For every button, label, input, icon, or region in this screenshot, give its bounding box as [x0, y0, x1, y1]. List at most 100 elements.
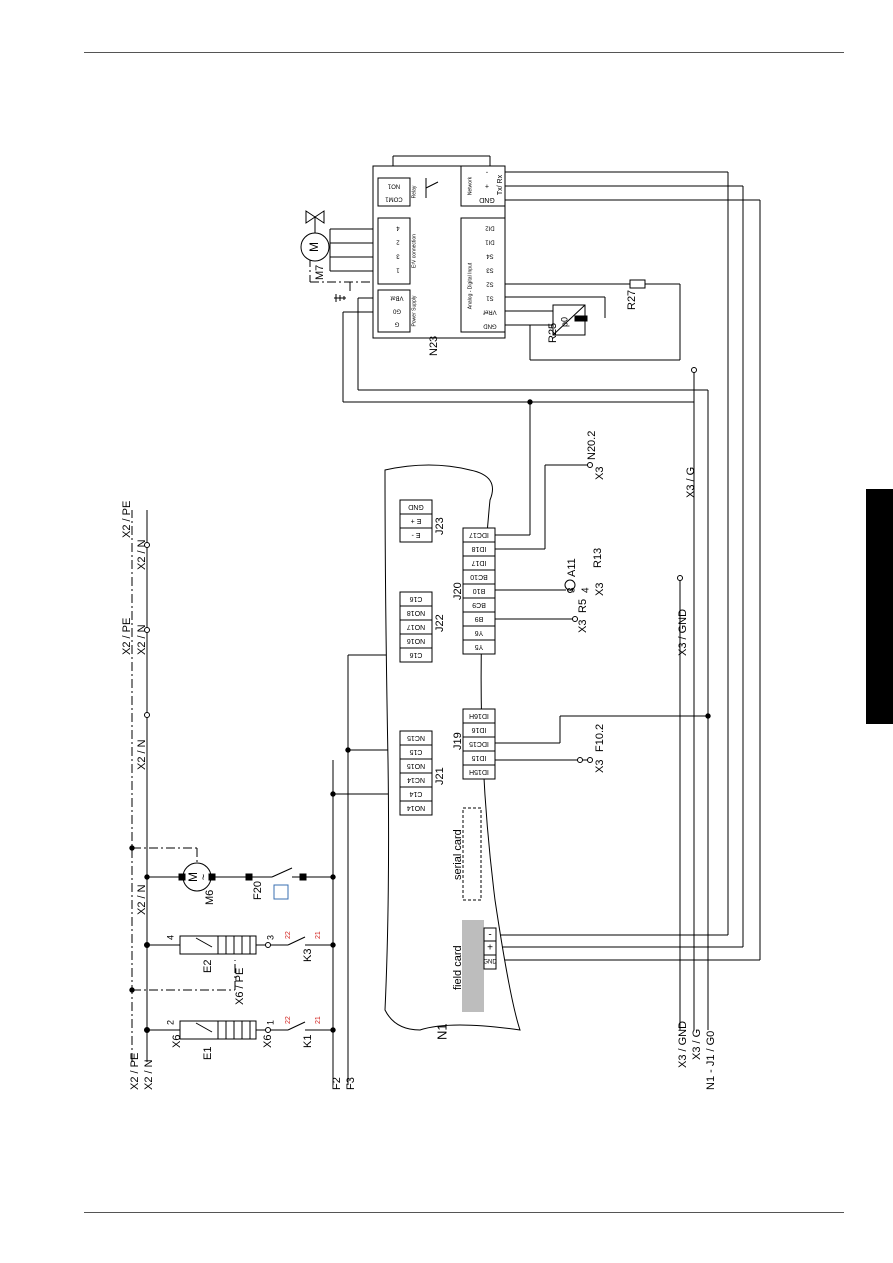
contact-k3-22: 22	[285, 931, 292, 939]
j21-pin	[399, 800, 433, 816]
label-n1-j1-g0: N1 - J1 / G0	[705, 1031, 717, 1090]
junction-dot	[330, 874, 336, 880]
label: BC10	[470, 573, 488, 580]
io-pin: GND	[483, 322, 497, 328]
label-m6: M6	[204, 890, 216, 905]
label: ID15	[472, 754, 487, 761]
label: ID15H	[469, 768, 489, 775]
terminal	[577, 757, 583, 763]
label-r27: R27	[626, 290, 638, 310]
m6-terminal-a	[178, 873, 186, 881]
field-minus: -	[488, 930, 491, 941]
j22-pin	[399, 647, 433, 663]
io-pin: DI2	[485, 224, 495, 230]
label-x3-gnd-bottom: X3 / GND	[677, 1021, 689, 1068]
label: C14	[409, 790, 422, 797]
label-j20: J20	[452, 582, 464, 600]
terminal	[587, 462, 593, 468]
label-f10-2: F10.2	[594, 724, 606, 752]
junction-dot	[129, 845, 135, 851]
label: ID18	[472, 545, 487, 552]
field-pin-gnd	[483, 954, 497, 970]
label-x3-c: X3	[577, 620, 589, 633]
f20-sensor-box	[273, 884, 289, 900]
power-pin: G	[394, 320, 399, 326]
label: C16	[409, 595, 422, 602]
label-r13: R13	[592, 548, 604, 568]
label-f3: F3	[345, 1077, 357, 1090]
terminal	[144, 542, 150, 548]
label-x2n-top2: X2 / N	[136, 539, 148, 570]
m6-terminal-b	[208, 873, 216, 881]
terminal	[265, 1027, 271, 1033]
label: Y5	[475, 643, 484, 650]
e1-heater-thermo	[195, 1022, 213, 1033]
io-pin: DI1	[485, 238, 495, 244]
label: E +	[411, 517, 422, 524]
label-x3-g-top: X3 / G	[685, 467, 697, 498]
label-field-card: field card	[452, 945, 464, 990]
n23-io-block	[460, 217, 506, 333]
label-t2: 2	[165, 1020, 175, 1025]
io-pin: S2	[486, 280, 494, 286]
n23-relay-block	[377, 177, 411, 207]
ev-pin: 1	[396, 266, 400, 272]
m7-symbol: M	[307, 242, 321, 252]
label: ID17	[472, 559, 487, 566]
label: NO18	[407, 609, 425, 616]
label: NC14	[407, 776, 425, 783]
label-x3-a: X3	[594, 467, 606, 480]
label-x2pe-bottom: X2 / PE	[129, 1053, 141, 1090]
label-a11: A11	[566, 558, 578, 577]
j19-pin	[462, 764, 496, 780]
contact-k1-22: 22	[285, 1016, 292, 1024]
j23-pin	[399, 527, 433, 543]
field-plus: +	[487, 943, 493, 954]
junction-dot	[345, 747, 351, 753]
io-pin: S3	[486, 266, 494, 272]
label-e1: E1	[202, 1047, 214, 1060]
label-x2n-mid1: X2 / N	[136, 884, 148, 915]
label-x2n-top1: X2 / N	[136, 624, 148, 655]
junction-dot	[144, 1027, 150, 1033]
label-serial-card: serial card	[452, 829, 464, 880]
junction-dot	[330, 942, 336, 948]
label-f2: F2	[331, 1077, 343, 1090]
e2-heater-thermo	[195, 937, 213, 948]
network-title: Network	[467, 176, 473, 195]
footer-rule	[84, 1212, 844, 1213]
f20-terminal-a	[245, 873, 253, 881]
label-num4: 4	[581, 587, 592, 593]
field-card	[462, 920, 484, 1012]
terminal	[144, 712, 150, 718]
junction-dot	[527, 399, 533, 405]
power-pin: VBat	[390, 294, 403, 300]
label-x6-left: X6	[171, 1035, 183, 1048]
side-tab-marker	[866, 489, 893, 724]
network-pin: +	[485, 182, 489, 189]
relay-pin: NO1	[387, 182, 400, 188]
label: C16	[409, 651, 422, 658]
ev-pin: 4	[396, 224, 400, 230]
junction-dot	[330, 791, 336, 797]
a11-circle	[564, 579, 576, 591]
terminal	[677, 575, 683, 581]
label-j21: J21	[434, 767, 446, 785]
label-n20-2: N20.2	[586, 431, 598, 460]
dashdot-earth-lines	[131, 258, 378, 1062]
label: GND	[408, 503, 424, 510]
n23-network-block	[460, 165, 506, 207]
earth-icon	[334, 294, 346, 302]
label-t4: 4	[165, 935, 175, 940]
label: ID16H	[469, 712, 489, 719]
io-pin: S4	[486, 252, 494, 258]
label-t1: 1	[265, 1020, 275, 1025]
label-k1: K1	[302, 1035, 314, 1048]
label: NO14	[407, 804, 425, 811]
label-f20: F20	[252, 881, 264, 900]
label-j23: J23	[434, 517, 446, 535]
relay-contact	[425, 178, 439, 198]
label: C15	[409, 748, 422, 755]
terminal	[572, 616, 578, 622]
